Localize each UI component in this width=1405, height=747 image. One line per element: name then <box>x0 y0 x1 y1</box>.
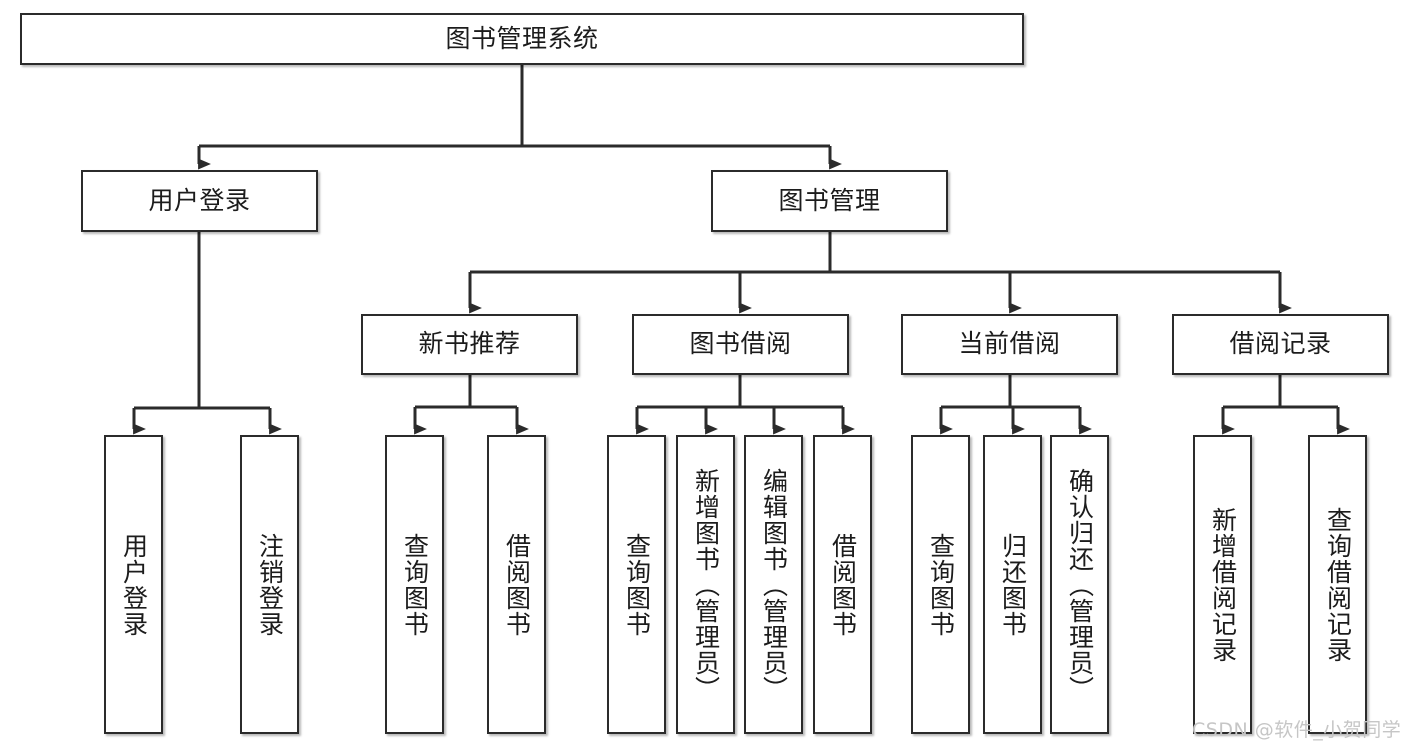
node-label: 借阅图书 <box>502 532 532 637</box>
node-label: 新增图书（管理员） <box>691 467 721 702</box>
node-leaf-user-login[interactable]: 用户登录 <box>104 435 163 734</box>
node-leaf-logout[interactable]: 注销登录 <box>240 435 299 734</box>
node-leaf-query-book-recommend[interactable]: 查询图书 <box>385 435 444 734</box>
node-leaf-confirm-return-admin[interactable]: 确认归还（管理员） <box>1050 435 1109 734</box>
node-label: 注销登录 <box>255 532 285 637</box>
node-current-borrow[interactable]: 当前借阅 <box>901 314 1118 375</box>
node-label: 查询图书 <box>400 532 430 637</box>
node-leaf-query-book-borrow[interactable]: 查询图书 <box>607 435 666 734</box>
node-label: 查询图书 <box>926 532 956 637</box>
node-book-borrow[interactable]: 图书借阅 <box>632 314 849 375</box>
node-borrow-record[interactable]: 借阅记录 <box>1172 314 1389 375</box>
node-label: 归还图书 <box>998 532 1028 637</box>
node-book-management-system[interactable]: 图书管理系统 <box>20 13 1024 65</box>
node-label: 用户登录 <box>148 185 251 215</box>
node-label: 当前借阅 <box>958 329 1061 359</box>
node-label: 用户登录 <box>119 532 149 637</box>
node-label: 查询借阅记录 <box>1323 506 1353 663</box>
node-label: 编辑图书（管理员） <box>759 467 789 702</box>
node-label: 确认归还（管理员） <box>1065 467 1095 702</box>
node-leaf-borrow-book[interactable]: 借阅图书 <box>813 435 872 734</box>
node-leaf-borrow-book-recommend[interactable]: 借阅图书 <box>487 435 546 734</box>
csdn-watermark: CSDN @软件_小贺同学 <box>1192 719 1402 741</box>
node-leaf-query-borrow-record[interactable]: 查询借阅记录 <box>1308 435 1367 734</box>
node-label: 查询图书 <box>622 532 652 637</box>
node-label: 图书管理 <box>778 185 881 215</box>
node-leaf-add-book-admin[interactable]: 新增图书（管理员） <box>676 435 735 734</box>
node-leaf-edit-book-admin[interactable]: 编辑图书（管理员） <box>744 435 803 734</box>
node-leaf-add-borrow-record[interactable]: 新增借阅记录 <box>1193 435 1252 734</box>
node-label: 新增借阅记录 <box>1208 506 1238 663</box>
node-leaf-query-book-current[interactable]: 查询图书 <box>911 435 970 734</box>
node-label: 借阅记录 <box>1229 329 1332 359</box>
node-new-book-recommend[interactable]: 新书推荐 <box>361 314 578 375</box>
node-label: 新书推荐 <box>418 329 521 359</box>
node-label: 借阅图书 <box>828 532 858 637</box>
node-user-login[interactable]: 用户登录 <box>81 170 318 232</box>
node-label: 图书管理系统 <box>445 23 599 53</box>
node-leaf-return-book[interactable]: 归还图书 <box>983 435 1042 734</box>
node-book-manage[interactable]: 图书管理 <box>711 170 948 232</box>
node-label: 图书借阅 <box>689 329 792 359</box>
